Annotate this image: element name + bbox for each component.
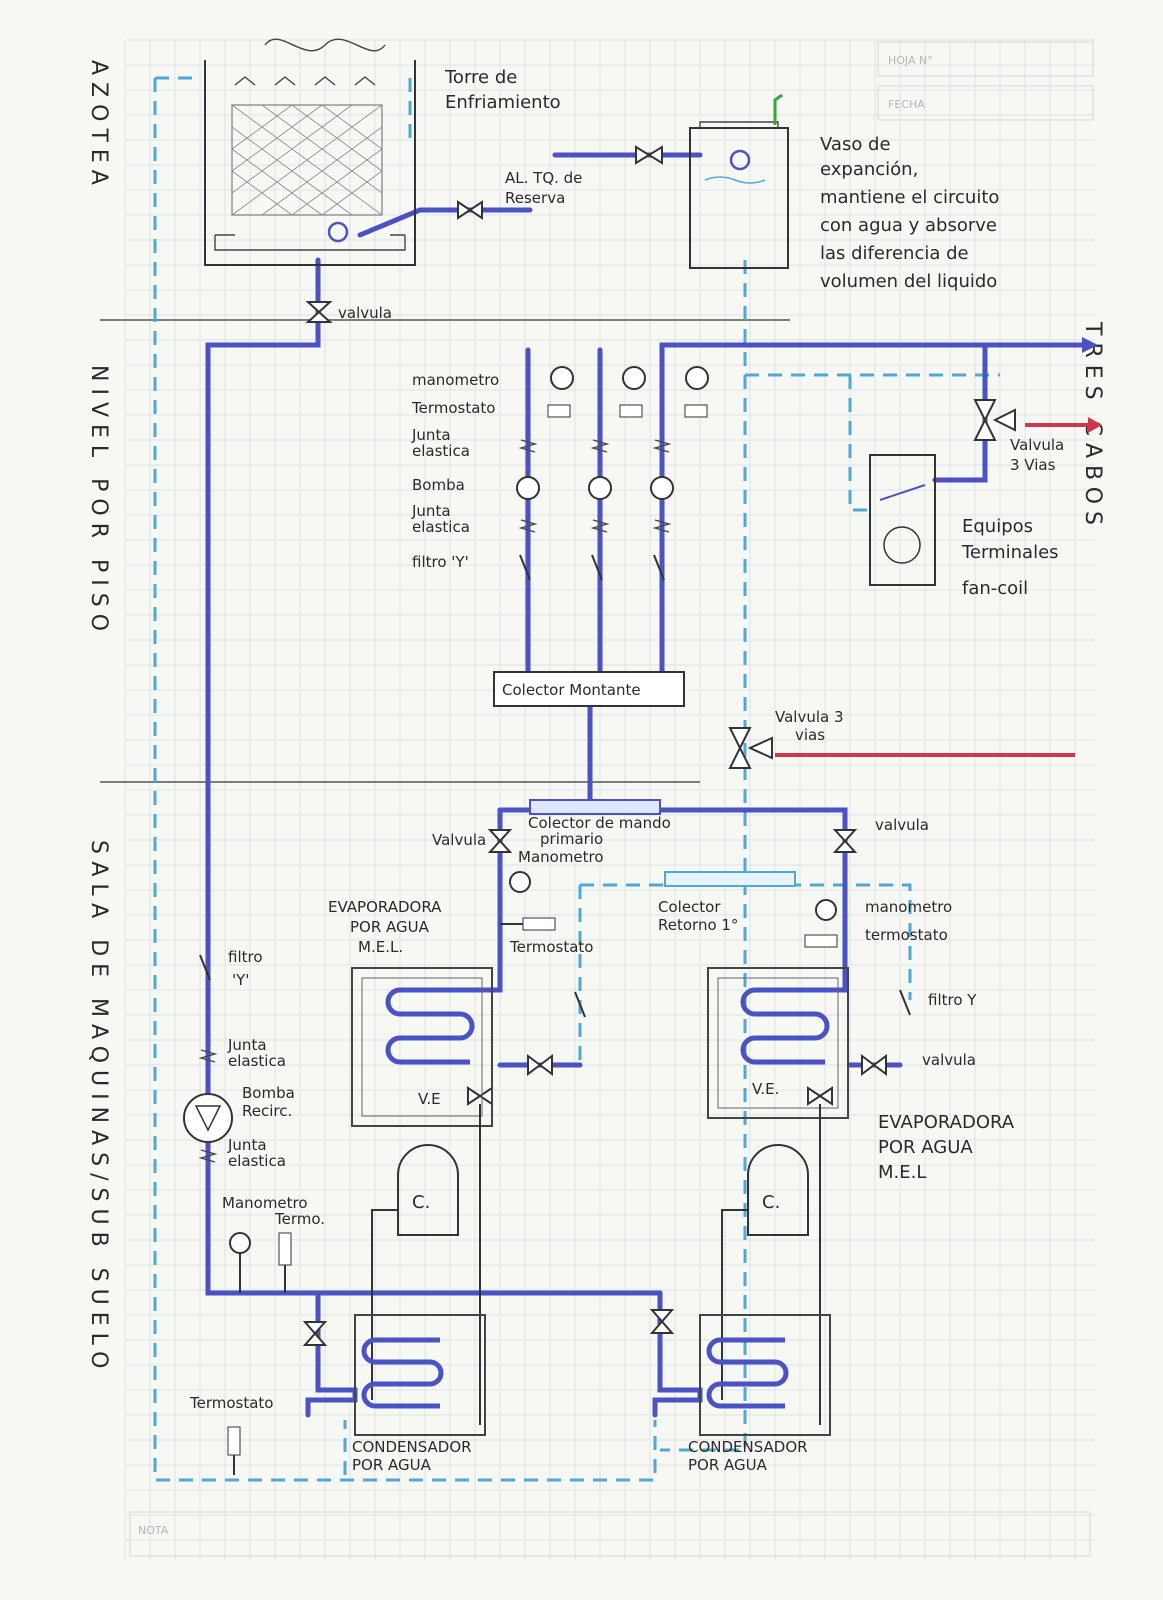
diagram-labels: Torre de Enfriamiento AL. TQ. de Reserva… [189,67,1064,1474]
graph-paper-grid [124,39,1095,1560]
fan-coil-unit [869,454,936,586]
label-reserva-2: Reserva [505,189,565,207]
label-evap-right-1: EVAPORADORA [878,1112,1015,1133]
label-vaso-1: Vaso de [820,134,891,155]
label-pump-junta-1a: Junta [411,426,451,444]
label-valvula3-mid-1: Valvula 3 [775,708,844,726]
label-termostato-left: Termostato [509,938,593,956]
label-colector-retorno-1: Colector [658,898,721,916]
control-arrow-icon [1088,417,1102,433]
zone-label-nivel: NIVEL POR PISO [86,365,111,638]
label-torre-2: Enfriamiento [445,92,561,113]
label-colector-montante: Colector Montante [502,681,641,699]
label-pump-filtro: filtro 'Y' [412,553,469,571]
label-torre-1: Torre de [444,67,517,88]
evaporator-left [351,967,493,1127]
label-junta2-1: Junta [227,1136,267,1154]
label-manometro-left: Manometro [518,848,604,866]
label-pump-bomba: Bomba [412,476,465,494]
label-valvula3-1: Valvula [1010,436,1064,454]
supply-water-circuit [205,152,1088,1418]
label-junta1-2: elastica [228,1052,286,1070]
label-cond-right-1: CONDENSADOR [688,1438,808,1456]
label-junta1-1: Junta [227,1036,267,1054]
condenser-right [699,1314,831,1436]
return-water-circuit [153,76,1000,1482]
label-bomba-recirc-2: Recirc. [242,1102,292,1120]
zone-label-sala: SALA DE MAQUINAS/SUB SUELO [86,840,111,1375]
label-filtro-right: filtro Y [928,991,977,1009]
label-equipos-2: Terminales [961,542,1059,563]
label-vaso-6: volumen del liquido [820,271,997,292]
label-valvula3-mid-2: vias [795,726,825,744]
label-pump-junta-2a: Junta [411,502,451,520]
footer-nota: NOTA [138,1524,169,1537]
label-pump-manometro: manometro [412,371,499,389]
label-compresor-right: C. [762,1192,780,1213]
header-fecha: FECHA [888,98,925,111]
condenser-left [354,1314,486,1436]
label-manometro-termo-1: Manometro [222,1194,308,1212]
label-vaso-5: las diferencia de [820,243,969,264]
label-pump-junta-2b: elastica [412,518,470,536]
label-valvula-roof: valvula [338,304,392,322]
label-reserva-1: AL. TQ. de [505,169,582,187]
label-colector-mando-2: primario [540,830,603,848]
compressor-right [747,1144,809,1236]
label-filtro-left-2: 'Y' [232,971,249,989]
expansion-tank [689,93,789,269]
label-valvula-right: valvula [875,816,929,834]
colector-mando [529,799,661,815]
label-cond-left-1: CONDENSADOR [352,1438,472,1456]
supply-arrow-icon [1082,337,1098,353]
gate-valves [302,145,1016,1346]
label-vaso-3: mantiene el circuito [820,187,999,208]
label-colector-retorno-2: Retorno 1° [658,916,738,934]
compressor-left [397,1144,459,1236]
label-manometro-termo-2: Termo. [274,1210,325,1228]
pump-group [493,366,709,707]
label-junta2-2: elastica [228,1152,286,1170]
label-equipos-3: fan-coil [962,578,1028,599]
label-pump-junta-1b: elastica [412,442,470,460]
label-termostato-right: termostato [865,926,948,944]
label-cond-left-2: POR AGUA [352,1456,432,1474]
label-colector-mando-1: Colector de mando [528,814,671,832]
label-vaso-4: con agua y absorve [820,215,997,236]
label-valvula-left: Valvula [432,831,486,849]
label-manometro-right: manometro [865,898,952,916]
zone-label-azotea: AZOTEA [86,60,111,192]
recirculation-pump-assembly [183,871,911,1475]
evaporator-right [707,967,849,1119]
label-compresor-left: C. [412,1192,430,1213]
label-valvula-evap: valvula [922,1051,976,1069]
label-termostato-bottom: Termostato [189,1394,273,1412]
label-vaso-2: expanción, [820,159,918,180]
label-bomba-recirc-1: Bomba [242,1084,295,1102]
colector-retorno [664,871,796,887]
label-evap-left-2: POR AGUA [350,918,430,936]
sheet-header: HOJA N° FECHA NOTA [129,41,1094,1557]
label-filtro-left-1: filtro [228,948,263,966]
label-equipos-1: Equipos [962,516,1033,537]
label-evap-right-2: POR AGUA [878,1137,973,1158]
label-evap-left-3: M.E.L. [358,938,403,956]
label-evap-right-3: M.E.L [878,1162,926,1183]
label-pump-termostato: Termostato [411,399,495,417]
label-ve-right: V.E. [752,1080,779,1098]
cooling-tower [204,38,416,266]
label-evap-left-1: EVAPORADORA [328,898,442,916]
header-hoja: HOJA N° [888,54,933,67]
label-ve-left: V.E [418,1090,441,1108]
label-cond-right-2: POR AGUA [688,1456,768,1474]
label-valvula3-2: 3 Vias [1010,456,1056,474]
